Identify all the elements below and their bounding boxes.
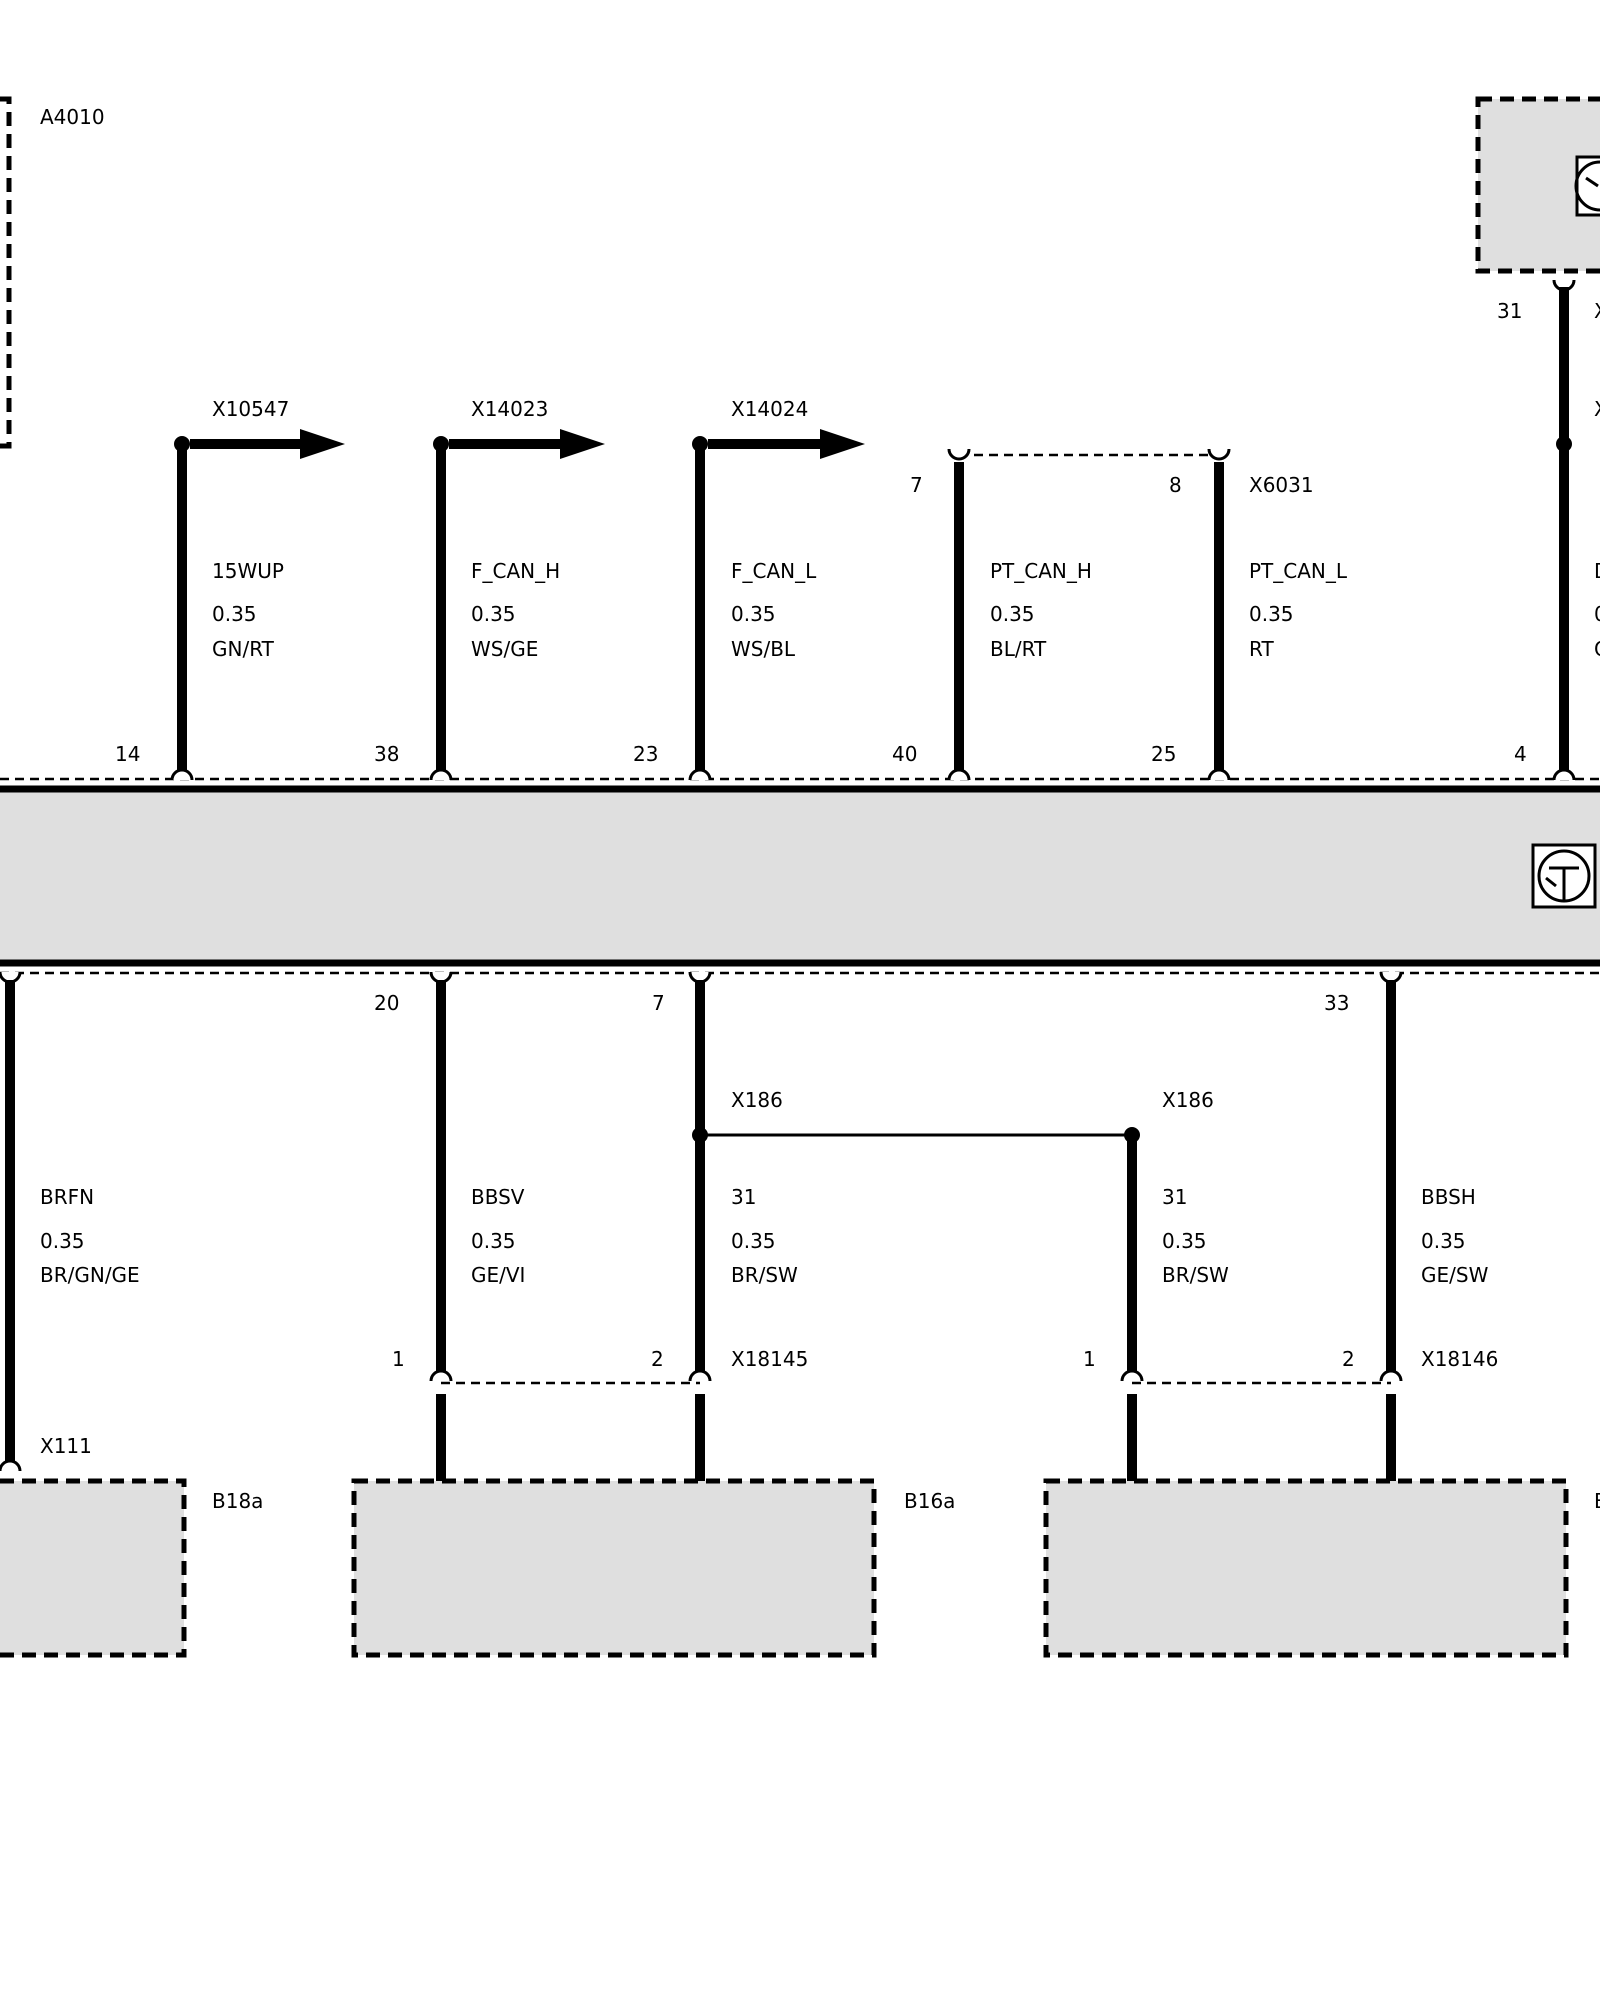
x18145-pin2-label: 2	[651, 1347, 664, 1371]
wire-color: RT	[1249, 637, 1274, 661]
pin-number: 20	[374, 991, 399, 1015]
wire-signal: F_CAN_H	[471, 559, 560, 583]
wire-color: BR/SW	[1162, 1263, 1229, 1287]
wire-31-left	[688, 971, 1140, 1481]
pin-31-top-label: 31	[1497, 299, 1522, 323]
x18146-pin1-label: 1	[1083, 1347, 1096, 1371]
wire-color: GN/RT	[212, 637, 275, 661]
wire-signal: BBSV	[471, 1185, 525, 1209]
wire-color: WS/GE	[471, 637, 538, 661]
wire-signal: F_CAN_L	[731, 559, 817, 583]
wire-gauge: 0.35	[471, 602, 516, 626]
wire-color: BR/SW	[731, 1263, 798, 1287]
wire-f-can-l	[688, 429, 865, 781]
b-right-box	[1043, 1478, 1569, 1658]
a4010-box	[0, 96, 12, 449]
pin-number: 4	[1514, 742, 1527, 766]
pin-number: 38	[374, 742, 399, 766]
pin-number: 14	[115, 742, 140, 766]
connector-x6031	[947, 448, 1231, 781]
x-right-mid-label: X	[1594, 397, 1600, 421]
wire-color: G	[1594, 637, 1600, 661]
wire-color: WS/BL	[731, 637, 796, 661]
x14024-label: X14024	[731, 397, 808, 421]
wire-f-can-h	[429, 429, 605, 781]
wire-signal: 31	[731, 1185, 756, 1209]
ground-transistor-icon	[1531, 843, 1597, 909]
x10547-label: X10547	[212, 397, 289, 421]
wire-signal: BBSH	[1421, 1185, 1476, 1209]
wire-signal: D	[1594, 559, 1600, 583]
a4010-label: A4010	[40, 105, 105, 129]
b18a-label: B18a	[212, 1489, 263, 1513]
wire-gauge: 0.35	[1249, 602, 1294, 626]
wire-gauge: 0	[1594, 602, 1600, 626]
wire-gauge: 0.35	[990, 602, 1035, 626]
wire-31-right	[1120, 1135, 1144, 1481]
wire-gauge: 0.35	[471, 1229, 516, 1253]
x18146-pin2-label: 2	[1342, 1347, 1355, 1371]
wire-color: BL/RT	[990, 637, 1047, 661]
wire-color: GE/VI	[471, 1263, 525, 1287]
pin-number: 40	[892, 742, 917, 766]
pin-number: 7	[652, 991, 665, 1015]
wire-right-d	[1552, 279, 1576, 781]
x186-label: X186	[731, 1088, 783, 1112]
wire-gauge: 0.35	[1421, 1229, 1466, 1253]
ground-transistor-icon	[1574, 155, 1600, 217]
x186-label: X186	[1162, 1088, 1214, 1112]
wire-gauge: 0.35	[1162, 1229, 1207, 1253]
wire-bbsh	[1379, 971, 1403, 1481]
wire-15wup	[170, 429, 345, 781]
pin-number: 33	[1324, 991, 1349, 1015]
wire-signal: BRFN	[40, 1185, 94, 1209]
wire-signal: 15WUP	[212, 559, 284, 583]
wire-gauge: 0.35	[731, 602, 776, 626]
b16a-box	[351, 1478, 877, 1658]
x6031-pin8-label: 8	[1169, 473, 1182, 497]
b16a-label: B16a	[904, 1489, 955, 1513]
x18145-pin1-label: 1	[392, 1347, 405, 1371]
wire-brfn	[0, 971, 22, 1472]
x111-label: X111	[40, 1434, 92, 1458]
wire-color: GE/SW	[1421, 1263, 1489, 1287]
pin-number: 23	[633, 742, 658, 766]
wire-gauge: 0.35	[40, 1229, 85, 1253]
wire-color: BR/GN/GE	[40, 1263, 140, 1287]
x14023-label: X14023	[471, 397, 548, 421]
b-right-label: B	[1594, 1489, 1600, 1513]
wire-signal: PT_CAN_L	[1249, 559, 1348, 583]
wire-signal: 31	[1162, 1185, 1187, 1209]
x18146-label: X18146	[1421, 1347, 1498, 1371]
wire-gauge: 0.35	[212, 602, 257, 626]
b18a-box	[0, 1478, 187, 1658]
wire-signal: PT_CAN_H	[990, 559, 1092, 583]
x6031-pin7-label: 7	[910, 473, 923, 497]
main-module-bar	[0, 785, 1600, 967]
wire-bbsv	[429, 971, 453, 1481]
wire-gauge: 0.35	[731, 1229, 776, 1253]
pin-number: 25	[1151, 742, 1176, 766]
x-right-top-label: X	[1594, 299, 1600, 323]
x18145-label: X18145	[731, 1347, 808, 1371]
x6031-label: X6031	[1249, 473, 1314, 497]
